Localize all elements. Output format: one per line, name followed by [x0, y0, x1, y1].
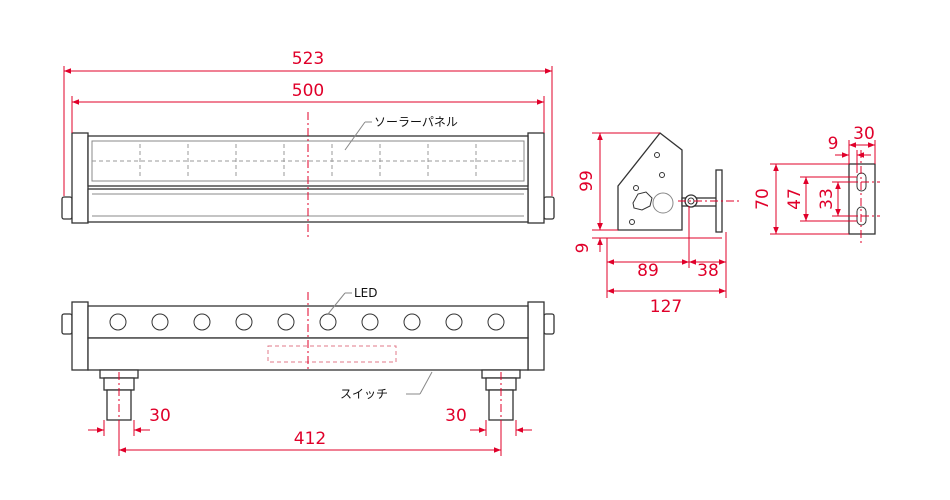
right-knob — [543, 196, 555, 220]
left-end-cap — [71, 132, 89, 224]
dim-foot-left: 30 — [88, 406, 171, 436]
left-knob — [61, 196, 73, 220]
led-label: LED — [354, 286, 378, 300]
dim-bracket-slot-span: 47 — [785, 176, 857, 222]
dim-bracket-height: 70 — [753, 163, 849, 235]
dim-overall: 523 — [63, 49, 553, 196]
dim-side-offset: 9 — [573, 218, 722, 253]
switch-label: スイッチ — [340, 387, 388, 401]
depth-front-label: 89 — [637, 261, 659, 281]
dim-bracket-width: 30 9 — [828, 124, 876, 173]
bracket-height-label: 70 — [753, 188, 773, 210]
dim-panel: 500 — [71, 81, 545, 133]
solar-panel-label: ソーラーパネル — [374, 115, 458, 129]
dim-foot-pitch: 412 — [118, 425, 502, 456]
front-left-cap — [71, 301, 89, 371]
switch-outline — [267, 345, 397, 363]
front-left-knob — [61, 313, 73, 335]
led-row — [109, 313, 505, 331]
right-end-cap — [527, 132, 545, 224]
overall-width-label: 523 — [292, 49, 324, 69]
side-offset-label: 9 — [573, 243, 593, 254]
dim-foot-right: 30 — [445, 406, 532, 436]
front-right-cap — [527, 301, 545, 371]
bracket-width-label: 30 — [853, 124, 875, 144]
left-foot — [99, 369, 139, 425]
bracket-plate — [848, 163, 876, 235]
side-body — [617, 132, 683, 231]
foot-right-label: 30 — [445, 406, 467, 426]
side-knob-icon — [632, 191, 653, 211]
dim-side-height: 99 — [577, 132, 660, 231]
bracket-slot-gap-label: 33 — [817, 188, 837, 210]
solar-cells — [92, 144, 524, 178]
bracket-view — [845, 150, 880, 244]
dim-side-depth: 89 38 127 — [606, 206, 727, 317]
right-foot — [481, 369, 521, 425]
bracket-slot-span-label: 47 — [785, 188, 805, 210]
depth-total-label: 127 — [650, 297, 682, 317]
bracket-margin-label: 9 — [828, 134, 839, 154]
depth-rear-label: 38 — [697, 261, 719, 281]
front-view: LED スイッチ — [61, 286, 555, 425]
side-height-label: 99 — [577, 170, 597, 192]
side-view — [617, 132, 740, 233]
panel-width-label: 500 — [292, 81, 324, 101]
foot-pitch-label: 412 — [294, 429, 326, 449]
foot-left-label: 30 — [149, 406, 171, 426]
dim-bracket-slot-gap: 33 — [817, 181, 857, 217]
top-view: ソーラーパネル — [61, 112, 555, 240]
front-right-knob — [543, 313, 555, 335]
